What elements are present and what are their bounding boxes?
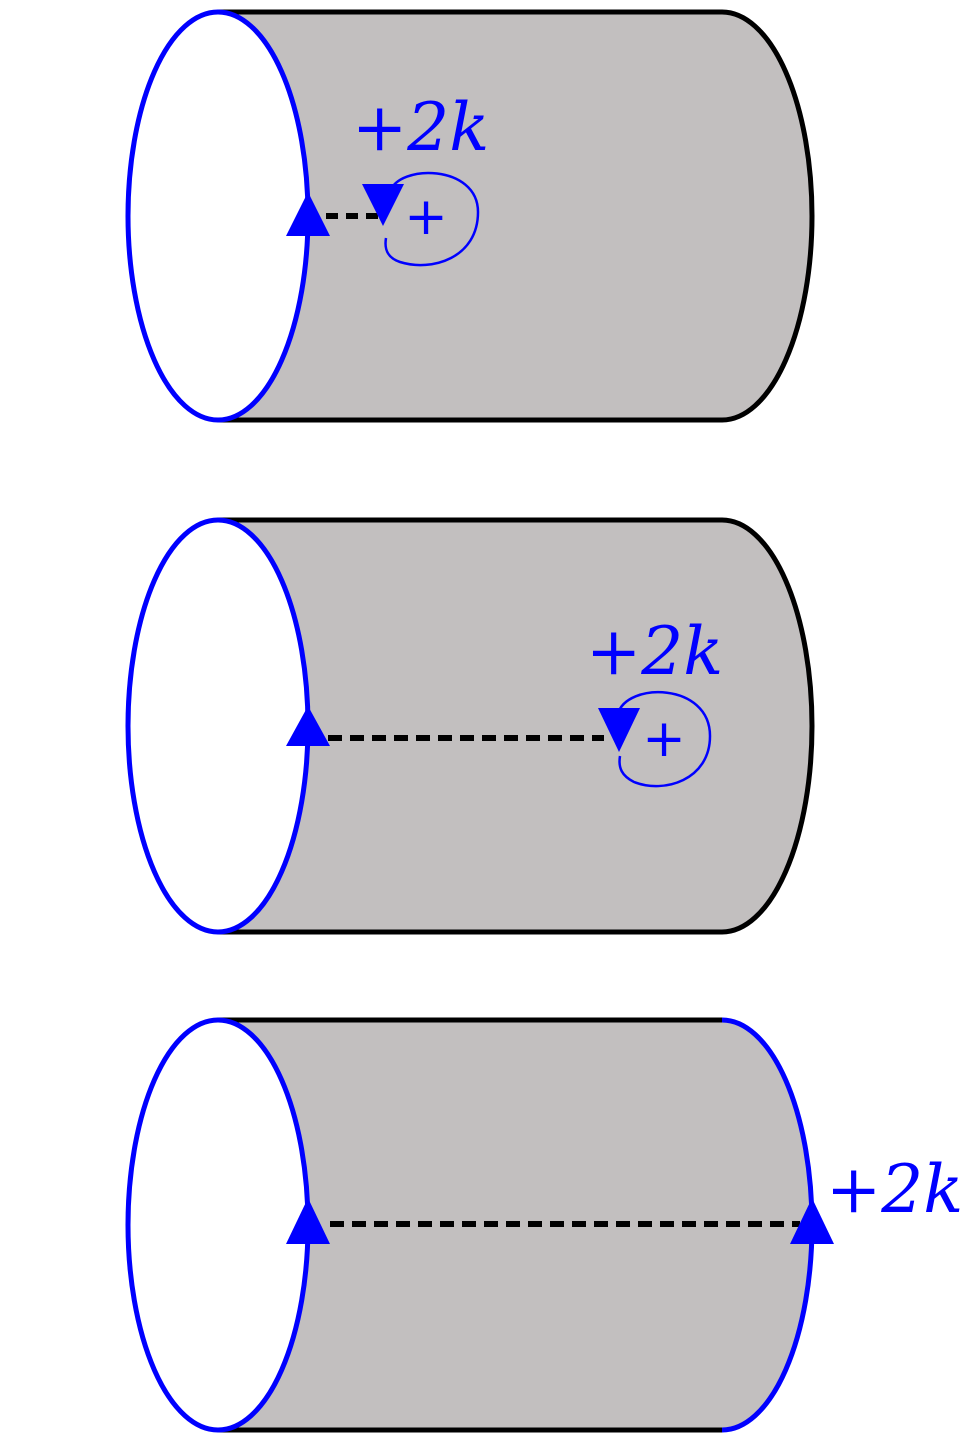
panel-1: + +2k: [125, 9, 815, 423]
cylinder-opening-3: [125, 1017, 311, 1433]
rim-arrow-up-1: [286, 192, 330, 236]
vortex-loop-1: [384, 171, 480, 267]
vortex-plus-symbol-2: +: [642, 709, 686, 769]
panel-3: +2k: [125, 1017, 963, 1433]
cylinder-opening-1: [125, 9, 311, 423]
vortex-arrow-down-1: [362, 184, 404, 226]
rim-arrow-up-2: [286, 706, 330, 746]
cylinder-opening-2: [125, 517, 311, 935]
cylinder-far-rim-2: [721, 517, 815, 935]
charge-label-2: +2k: [586, 613, 723, 690]
vortex-arrow-down-2: [598, 708, 640, 752]
charge-label-1: +2k: [352, 89, 489, 166]
rim-arrow-up-3-left: [286, 1198, 330, 1244]
cylinder-body-1: [218, 12, 812, 420]
vortex-loop-2: [616, 690, 712, 788]
cylinder-body-2: [218, 520, 812, 932]
rim-arrow-up-3-right: [790, 1198, 834, 1244]
cylinder-far-rim-1: [721, 9, 815, 423]
panel-2: + +2k: [125, 517, 815, 935]
charge-label-3: +2k: [826, 1151, 963, 1228]
vortex-plus-symbol-1: +: [404, 187, 448, 247]
